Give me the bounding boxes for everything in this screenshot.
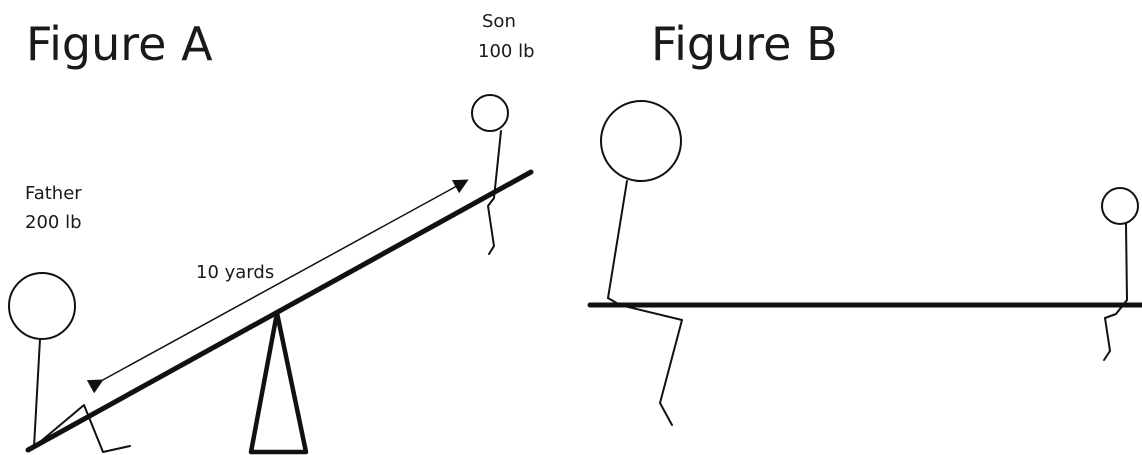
figure-b: Figure B xyxy=(587,17,1142,426)
large-figure-head xyxy=(600,100,682,182)
son-figure xyxy=(471,94,509,255)
figure-a-seesaw-plank xyxy=(25,169,534,453)
figure-b-small-figure xyxy=(1101,187,1139,361)
son-weight-label: 100 lb xyxy=(478,41,535,62)
father-body xyxy=(33,338,41,448)
son-body xyxy=(493,130,502,199)
figure-a-fulcrum xyxy=(248,310,309,455)
son-name-label: Son xyxy=(482,11,516,32)
father-name-label: Father xyxy=(25,183,82,204)
father-weight-label: 200 lb xyxy=(25,212,82,233)
small-figure-legs xyxy=(1103,299,1128,361)
father-legs xyxy=(33,404,131,453)
figure-b-large-figure xyxy=(600,100,683,426)
son-head xyxy=(471,94,509,132)
father-figure xyxy=(8,272,131,453)
distance-label: 10 yards xyxy=(196,262,274,283)
figure-b-title: Figure B xyxy=(651,17,838,71)
figure-a-title: Figure A xyxy=(26,17,213,71)
small-figure-head xyxy=(1101,187,1139,225)
distance-arrow xyxy=(86,179,469,394)
son-legs xyxy=(487,197,495,255)
small-figure-body xyxy=(1125,223,1128,301)
large-figure-body xyxy=(607,180,628,299)
large-figure-legs xyxy=(607,297,683,426)
father-head xyxy=(8,272,76,340)
figure-a: Figure A Son 100 lb Father 200 lb 10 yar… xyxy=(8,11,535,455)
